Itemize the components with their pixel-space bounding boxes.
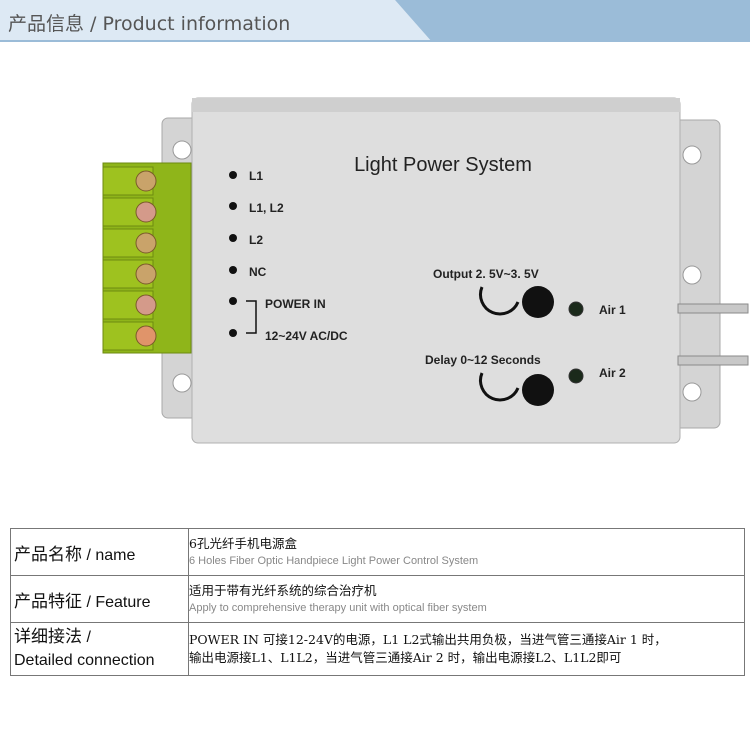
terminal-label-l2: L2 — [249, 233, 263, 247]
indicator-dot-icon — [229, 297, 237, 305]
air2-tube — [677, 355, 749, 366]
spec-value-name: 6孔光纤手机电源盒 6 Holes Fiber Optic Handpiece … — [188, 528, 745, 576]
power-label: POWER IN — [265, 297, 326, 311]
air1-led-icon — [568, 301, 584, 317]
mount-hole-icon — [682, 145, 702, 165]
case-top-edge — [192, 98, 680, 112]
spec-value-feature: 适用于带有光纤系统的综合治疗机 Apply to comprehensive t… — [188, 575, 745, 623]
air1-label: Air 1 — [599, 303, 626, 317]
spec-label-feature: 产品特征 / Feature — [10, 575, 189, 623]
mount-hole-icon — [682, 382, 702, 402]
voltage-label: 12~24V AC/DC — [265, 329, 348, 343]
power-bracket — [246, 300, 257, 334]
section-header: 产品信息 / Product information — [0, 0, 750, 42]
output-arc-icon — [479, 286, 520, 316]
indicator-dot-icon — [229, 234, 237, 242]
screw-icon — [135, 263, 157, 285]
indicator-dot-icon — [229, 329, 237, 337]
spec-value-connection: POWER IN 可接12-24V的电源，L1 L2式输出共用负极，当进气管三通… — [188, 622, 745, 676]
screw-icon — [135, 325, 157, 347]
screw-icon — [135, 170, 157, 192]
header-title: 产品信息 / Product information — [8, 13, 291, 35]
air1-tube — [677, 303, 749, 314]
output-knob — [522, 286, 554, 318]
screw-icon — [135, 201, 157, 223]
indicator-dot-icon — [229, 266, 237, 274]
header-band — [0, 0, 750, 42]
header-band-right — [395, 0, 750, 42]
spec-table: 产品名称 / name 6孔光纤手机电源盒 6 Holes Fiber Opti… — [10, 528, 745, 676]
spec-row-feature: 产品特征 / Feature 适用于带有光纤系统的综合治疗机 Apply to … — [10, 575, 745, 623]
delay-arc-icon — [479, 372, 520, 402]
spec-row-connection: 详细接法 / Detailed connection POWER IN 可接12… — [10, 622, 745, 676]
spec-label-connection: 详细接法 / Detailed connection — [10, 622, 189, 676]
delay-label: Delay 0~12 Seconds — [425, 353, 541, 367]
spec-row-name: 产品名称 / name 6孔光纤手机电源盒 6 Holes Fiber Opti… — [10, 528, 745, 576]
output-label: Output 2. 5V~3. 5V — [433, 267, 539, 281]
air2-led-icon — [568, 368, 584, 384]
terminal-label-l1l2: L1, L2 — [249, 201, 284, 215]
product-photo: Light Power System L1 L1, L2 L2 NC POWER… — [102, 97, 749, 444]
terminal-screws — [102, 166, 157, 351]
screw-icon — [135, 294, 157, 316]
indicator-dot-icon — [229, 171, 237, 179]
screw-icon — [135, 232, 157, 254]
mount-hole-icon — [682, 265, 702, 285]
terminal-label-l1: L1 — [249, 169, 263, 183]
air2-label: Air 2 — [599, 366, 626, 380]
device-title: Light Power System — [354, 154, 532, 176]
terminal-label-nc: NC — [249, 265, 267, 279]
mount-hole-icon — [172, 140, 192, 160]
spec-label-name: 产品名称 / name — [10, 528, 189, 576]
mount-hole-icon — [172, 373, 192, 393]
indicator-dot-icon — [229, 202, 237, 210]
header-band-left — [0, 0, 432, 42]
delay-knob — [522, 374, 554, 406]
